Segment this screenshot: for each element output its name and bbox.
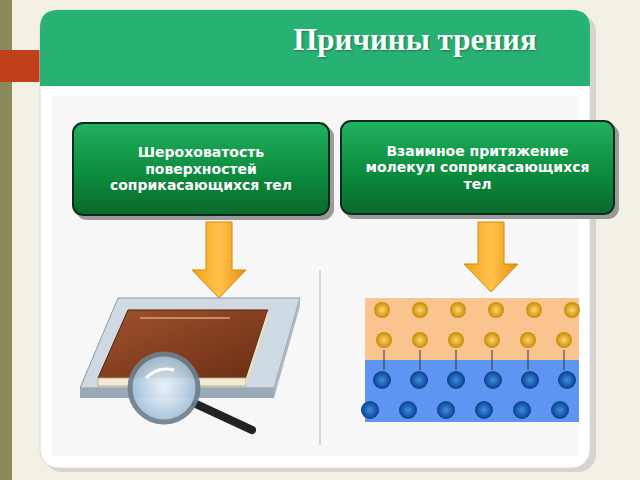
book-illustration [80,298,300,430]
slide-title: Причины трения [200,22,630,58]
molecule [558,371,576,389]
upper-body [365,298,579,360]
card [40,10,590,468]
molecule [376,332,392,348]
molecule [484,371,502,389]
molecule [448,332,464,348]
molecule [520,332,536,348]
molecule [488,302,504,318]
attraction-line [420,350,421,370]
down-arrow [192,222,246,298]
lower-body [365,360,579,422]
molecule [447,371,465,389]
attraction-line [384,350,385,370]
molecule [564,302,580,318]
molecule [412,332,428,348]
molecule [437,401,455,419]
attraction-line [456,350,457,370]
molecule [374,302,390,318]
molecule [484,332,500,348]
box-text: Шероховатость поверхностей соприкасающих… [84,144,318,194]
molecule [373,371,391,389]
molecule [551,401,569,419]
molecule [521,371,539,389]
divider [319,270,321,445]
molecule [412,302,428,318]
attraction-line [564,350,565,370]
side-marker [0,50,46,82]
attraction-line [492,350,493,370]
molecule [513,401,531,419]
cause-box: Взаимное притяжение молекул соприкасающи… [340,120,615,215]
molecule [450,302,466,318]
molecule [399,401,417,419]
molecule [526,302,542,318]
down-arrow [464,222,518,292]
molecule [361,401,379,419]
attraction-line [528,350,529,370]
molecule [410,371,428,389]
molecule [556,332,572,348]
box-text: Взаимное притяжение молекул соприкасающи… [352,143,603,193]
molecule [475,401,493,419]
cause-box: Шероховатость поверхностей соприкасающих… [72,122,330,216]
molecule-layers [361,298,580,422]
